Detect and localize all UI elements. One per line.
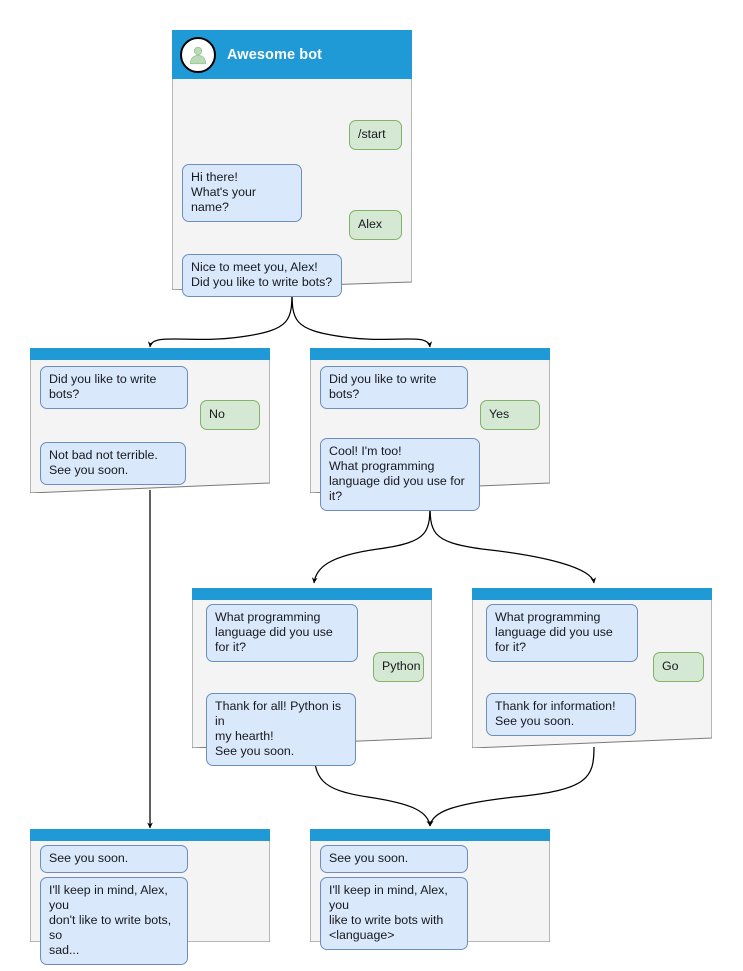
python-branch-messages: What programming language did you use fo…: [192, 600, 432, 766]
message-bubble-bot[interactable]: Did you like to write bots?: [40, 366, 188, 409]
node-end-yes[interactable]: See you soon. I'll keep in mind, Alex, y…: [310, 829, 550, 950]
message-bubble-user[interactable]: Go: [653, 652, 704, 682]
message-bubble-user[interactable]: Alex: [349, 210, 402, 240]
message-bubble-bot[interactable]: Hi there! What's your name?: [182, 164, 302, 222]
edge-yes-to-python: [311, 499, 431, 584]
no-branch-messages: Did you like to write bots? No Not bad n…: [30, 360, 270, 493]
node-python-branch[interactable]: What programming language did you use fo…: [192, 588, 432, 766]
yes-branch-header-bar: [310, 348, 550, 360]
go-branch-header-bar: [472, 588, 712, 600]
node-end-no[interactable]: See you soon. I'll keep in mind, Alex, y…: [30, 829, 270, 965]
message-bubble-bot[interactable]: Not bad not terrible. See you soon.: [40, 442, 186, 485]
message-bubble-bot[interactable]: What programming language did you use fo…: [206, 604, 358, 662]
message-bubble-user[interactable]: /start: [349, 120, 402, 150]
edge-go-to-end-yes: [427, 746, 595, 827]
node-root[interactable]: Awesome bot /start Hi there! What's your…: [172, 30, 412, 297]
message-bubble-bot[interactable]: See you soon.: [320, 845, 468, 873]
message-bubble-bot[interactable]: Cool! I'm too! What programming language…: [320, 438, 480, 511]
yes-branch-messages: Did you like to write bots? Yes Cool! I'…: [310, 360, 550, 511]
end-yes-header-bar: [310, 829, 550, 841]
edge-yes-to-go: [429, 499, 597, 584]
message-bubble-bot[interactable]: I'll keep in mind, Alex, you don't like …: [40, 877, 188, 965]
message-bubble-bot[interactable]: Thank for all! Python is in my hearth! S…: [206, 693, 356, 766]
bot-title: Awesome bot: [227, 46, 323, 63]
node-no-branch[interactable]: Did you like to write bots? No Not bad n…: [30, 348, 270, 493]
end-no-header-bar: [30, 829, 270, 841]
message-bubble-bot[interactable]: Thank for information! See you soon.: [486, 693, 636, 736]
person-avatar-icon: [180, 36, 216, 73]
node-yes-branch[interactable]: Did you like to write bots? Yes Cool! I'…: [310, 348, 550, 511]
no-branch-header-bar: [30, 348, 270, 360]
message-bubble-bot[interactable]: I'll keep in mind, Alex, you like to wri…: [320, 877, 468, 950]
message-bubble-bot[interactable]: See you soon.: [40, 845, 188, 873]
message-bubble-bot[interactable]: Did you like to write bots?: [320, 366, 468, 409]
message-bubble-bot[interactable]: Nice to meet you, Alex! Did you like to …: [182, 254, 342, 297]
end-yes-messages: See you soon. I'll keep in mind, Alex, y…: [310, 841, 550, 950]
message-bubble-user[interactable]: Python: [373, 652, 424, 682]
node-go-branch[interactable]: What programming language did you use fo…: [472, 588, 712, 748]
root-messages: /start Hi there! What's your name? Alex …: [172, 79, 412, 297]
message-bubble-bot[interactable]: What programming language did you use fo…: [486, 604, 638, 662]
go-branch-messages: What programming language did you use fo…: [472, 600, 712, 748]
root-header: Awesome bot: [172, 30, 412, 79]
message-bubble-user[interactable]: Yes: [480, 400, 540, 430]
message-bubble-user[interactable]: No: [200, 400, 260, 430]
end-no-messages: See you soon. I'll keep in mind, Alex, y…: [30, 841, 270, 965]
python-branch-header-bar: [192, 588, 432, 600]
